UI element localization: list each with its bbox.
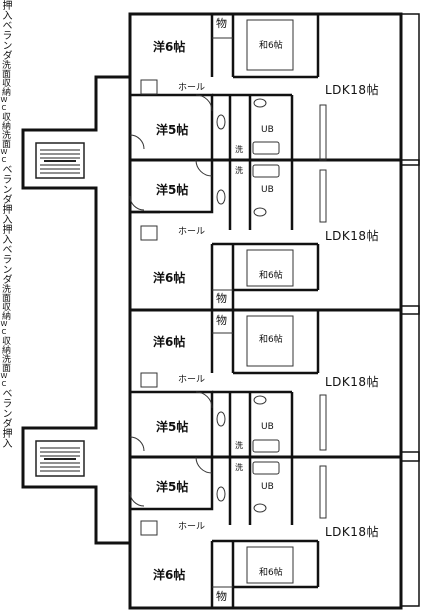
veranda-unit1: ベランダ xyxy=(0,20,11,60)
washroom-unit2: 洗面 xyxy=(0,130,10,148)
stair-core-top xyxy=(35,142,85,179)
storage-unit3: 物 xyxy=(216,314,227,327)
room-japanese-6-unit1: 和6帖 xyxy=(259,41,283,51)
room-ldk-unit3: LDK18帖 xyxy=(325,375,380,389)
wash-unit3: 洗 xyxy=(235,441,243,450)
room-japanese-6-unit3: 和6帖 xyxy=(259,335,283,345)
closet-unit1: 収納 xyxy=(0,78,10,96)
room-western-6-unit1: 洋6帖 xyxy=(153,40,186,54)
room-western-5-unit4: 洋5帖 xyxy=(156,480,189,494)
veranda-unit3: ベランダ xyxy=(0,244,11,284)
room-japanese-6-unit2: 和6帖 xyxy=(259,271,283,281)
ub-unit3: UB xyxy=(261,422,274,432)
hall-unit4: ホール xyxy=(178,522,206,532)
veranda-outline xyxy=(401,13,420,607)
room-ldk-unit2: LDK18帖 xyxy=(325,229,380,243)
wc-unit4: WC xyxy=(0,372,8,388)
room-ldk-unit4: LDK18帖 xyxy=(325,525,380,539)
ub-unit2: UB xyxy=(261,185,274,195)
room-western-6-unit3: 洋6帖 xyxy=(153,335,186,349)
room-western-5-unit3: 洋5帖 xyxy=(156,420,189,434)
wash-unit4: 洗 xyxy=(235,463,243,472)
veranda-unit4: ベランダ xyxy=(0,388,11,428)
room-western-5-unit1: 洋5帖 xyxy=(156,123,189,137)
room-western-6-unit2: 洋6帖 xyxy=(153,271,186,285)
storage-unit4: 物 xyxy=(216,590,227,603)
wash-unit1: 洗 xyxy=(235,145,243,154)
wash-unit2: 洗 xyxy=(235,166,243,175)
unit-separators xyxy=(130,158,401,459)
wc-unit3: WC xyxy=(0,320,8,336)
wc-unit2: WC xyxy=(0,148,8,164)
hall-unit1: ホール xyxy=(178,83,206,93)
hall-unit2: ホール xyxy=(178,227,206,237)
oshiire-unit4: 押入 xyxy=(0,428,11,448)
veranda-separators xyxy=(401,159,420,462)
closet-unit3: 収納 xyxy=(0,302,10,320)
room-ldk-unit1: LDK18帖 xyxy=(325,83,380,97)
corridor-outline xyxy=(21,75,130,545)
washroom-unit3: 洗面 xyxy=(0,284,10,302)
closet-unit4: 収納 xyxy=(0,336,10,354)
ub-unit1: UB xyxy=(261,125,274,135)
veranda-unit2: ベランダ xyxy=(0,164,11,204)
room-western-6-unit4: 洋6帖 xyxy=(153,568,186,582)
washroom-unit4: 洗面 xyxy=(0,354,10,372)
room-western-5-unit2: 洋5帖 xyxy=(156,183,189,197)
stair-core-bottom xyxy=(35,440,85,477)
fixture-lines xyxy=(129,19,327,588)
room-japanese-6-unit4: 和6帖 xyxy=(259,568,283,578)
interior-walls xyxy=(128,14,320,608)
closet-unit2: 収納 xyxy=(0,112,10,130)
oshiire-unit1: 押入 xyxy=(0,0,11,20)
washroom-unit1: 洗面 xyxy=(0,60,10,78)
storage-unit1: 物 xyxy=(216,17,227,30)
hall-unit3: ホール xyxy=(178,375,206,385)
ub-unit4: UB xyxy=(261,482,274,492)
oshiire-unit3: 押入 xyxy=(0,224,11,244)
storage-unit2: 物 xyxy=(216,292,227,305)
wc-unit1: WC xyxy=(0,96,8,112)
oshiire-unit2: 押入 xyxy=(0,204,11,224)
